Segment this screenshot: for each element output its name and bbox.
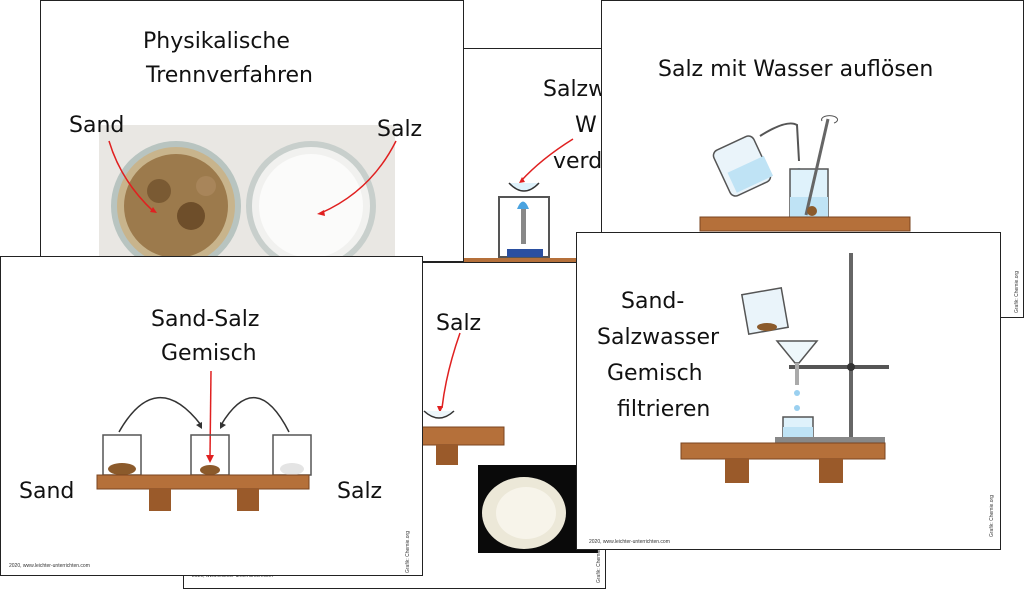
title-line2: Trennverfahren xyxy=(146,63,313,88)
mixture-label-sand: Sand xyxy=(19,479,75,504)
evaporate-text-line3: verd xyxy=(553,149,603,174)
title-label-salz: Salz xyxy=(377,117,423,142)
salt-dish-footer: 2020, www.leichter-unterrichten.com xyxy=(192,573,273,579)
mixture-title-line2: Gemisch xyxy=(161,341,257,366)
slide-title: Physikalische Trennverfahren Sand Salz xyxy=(40,0,464,262)
mixture-apparatus xyxy=(96,370,312,511)
mixture-title-line1: Sand-Salz xyxy=(151,307,260,332)
dissolve-credit: Grafik: Chemie.org xyxy=(1014,271,1020,313)
filter-footer: 2020, www.leichter-unterrichten.com xyxy=(589,539,670,545)
mixture-footer: 2020, www.leichter-unterrichten.com xyxy=(9,563,90,569)
dissolve-apparatus xyxy=(699,115,911,232)
filter-title-line4: filtrieren xyxy=(617,397,711,422)
slide-mixture: Sand-Salz Gemisch Sand Salz 2020, www.le… xyxy=(0,256,423,576)
salt-dish-label-salz: Salz xyxy=(436,311,482,336)
filter-title-line1: Sand- xyxy=(621,289,685,314)
slide-filter: Sand- Salzwasser Gemisch filtrieren 2020… xyxy=(576,232,1001,550)
filter-title-line3: Gemisch xyxy=(607,361,703,386)
evaporate-text-line2: W xyxy=(575,113,597,138)
title-line1: Physikalische xyxy=(143,29,290,54)
title-label-sand: Sand xyxy=(69,113,125,138)
mixture-label-salz: Salz xyxy=(337,479,383,504)
slide-evaporate: Salzw W verd xyxy=(460,48,610,273)
filter-credit: Grafik: Chemie.org xyxy=(989,495,995,537)
dissolve-title: Salz mit Wasser auflösen xyxy=(658,57,934,82)
filter-apparatus xyxy=(680,253,889,483)
mixture-credit: Grafik: Chemie.org xyxy=(405,531,411,573)
evaporate-text-line1: Salzw xyxy=(543,77,607,102)
petri-dishes xyxy=(108,140,397,261)
filter-title-line2: Salzwasser xyxy=(597,325,720,350)
